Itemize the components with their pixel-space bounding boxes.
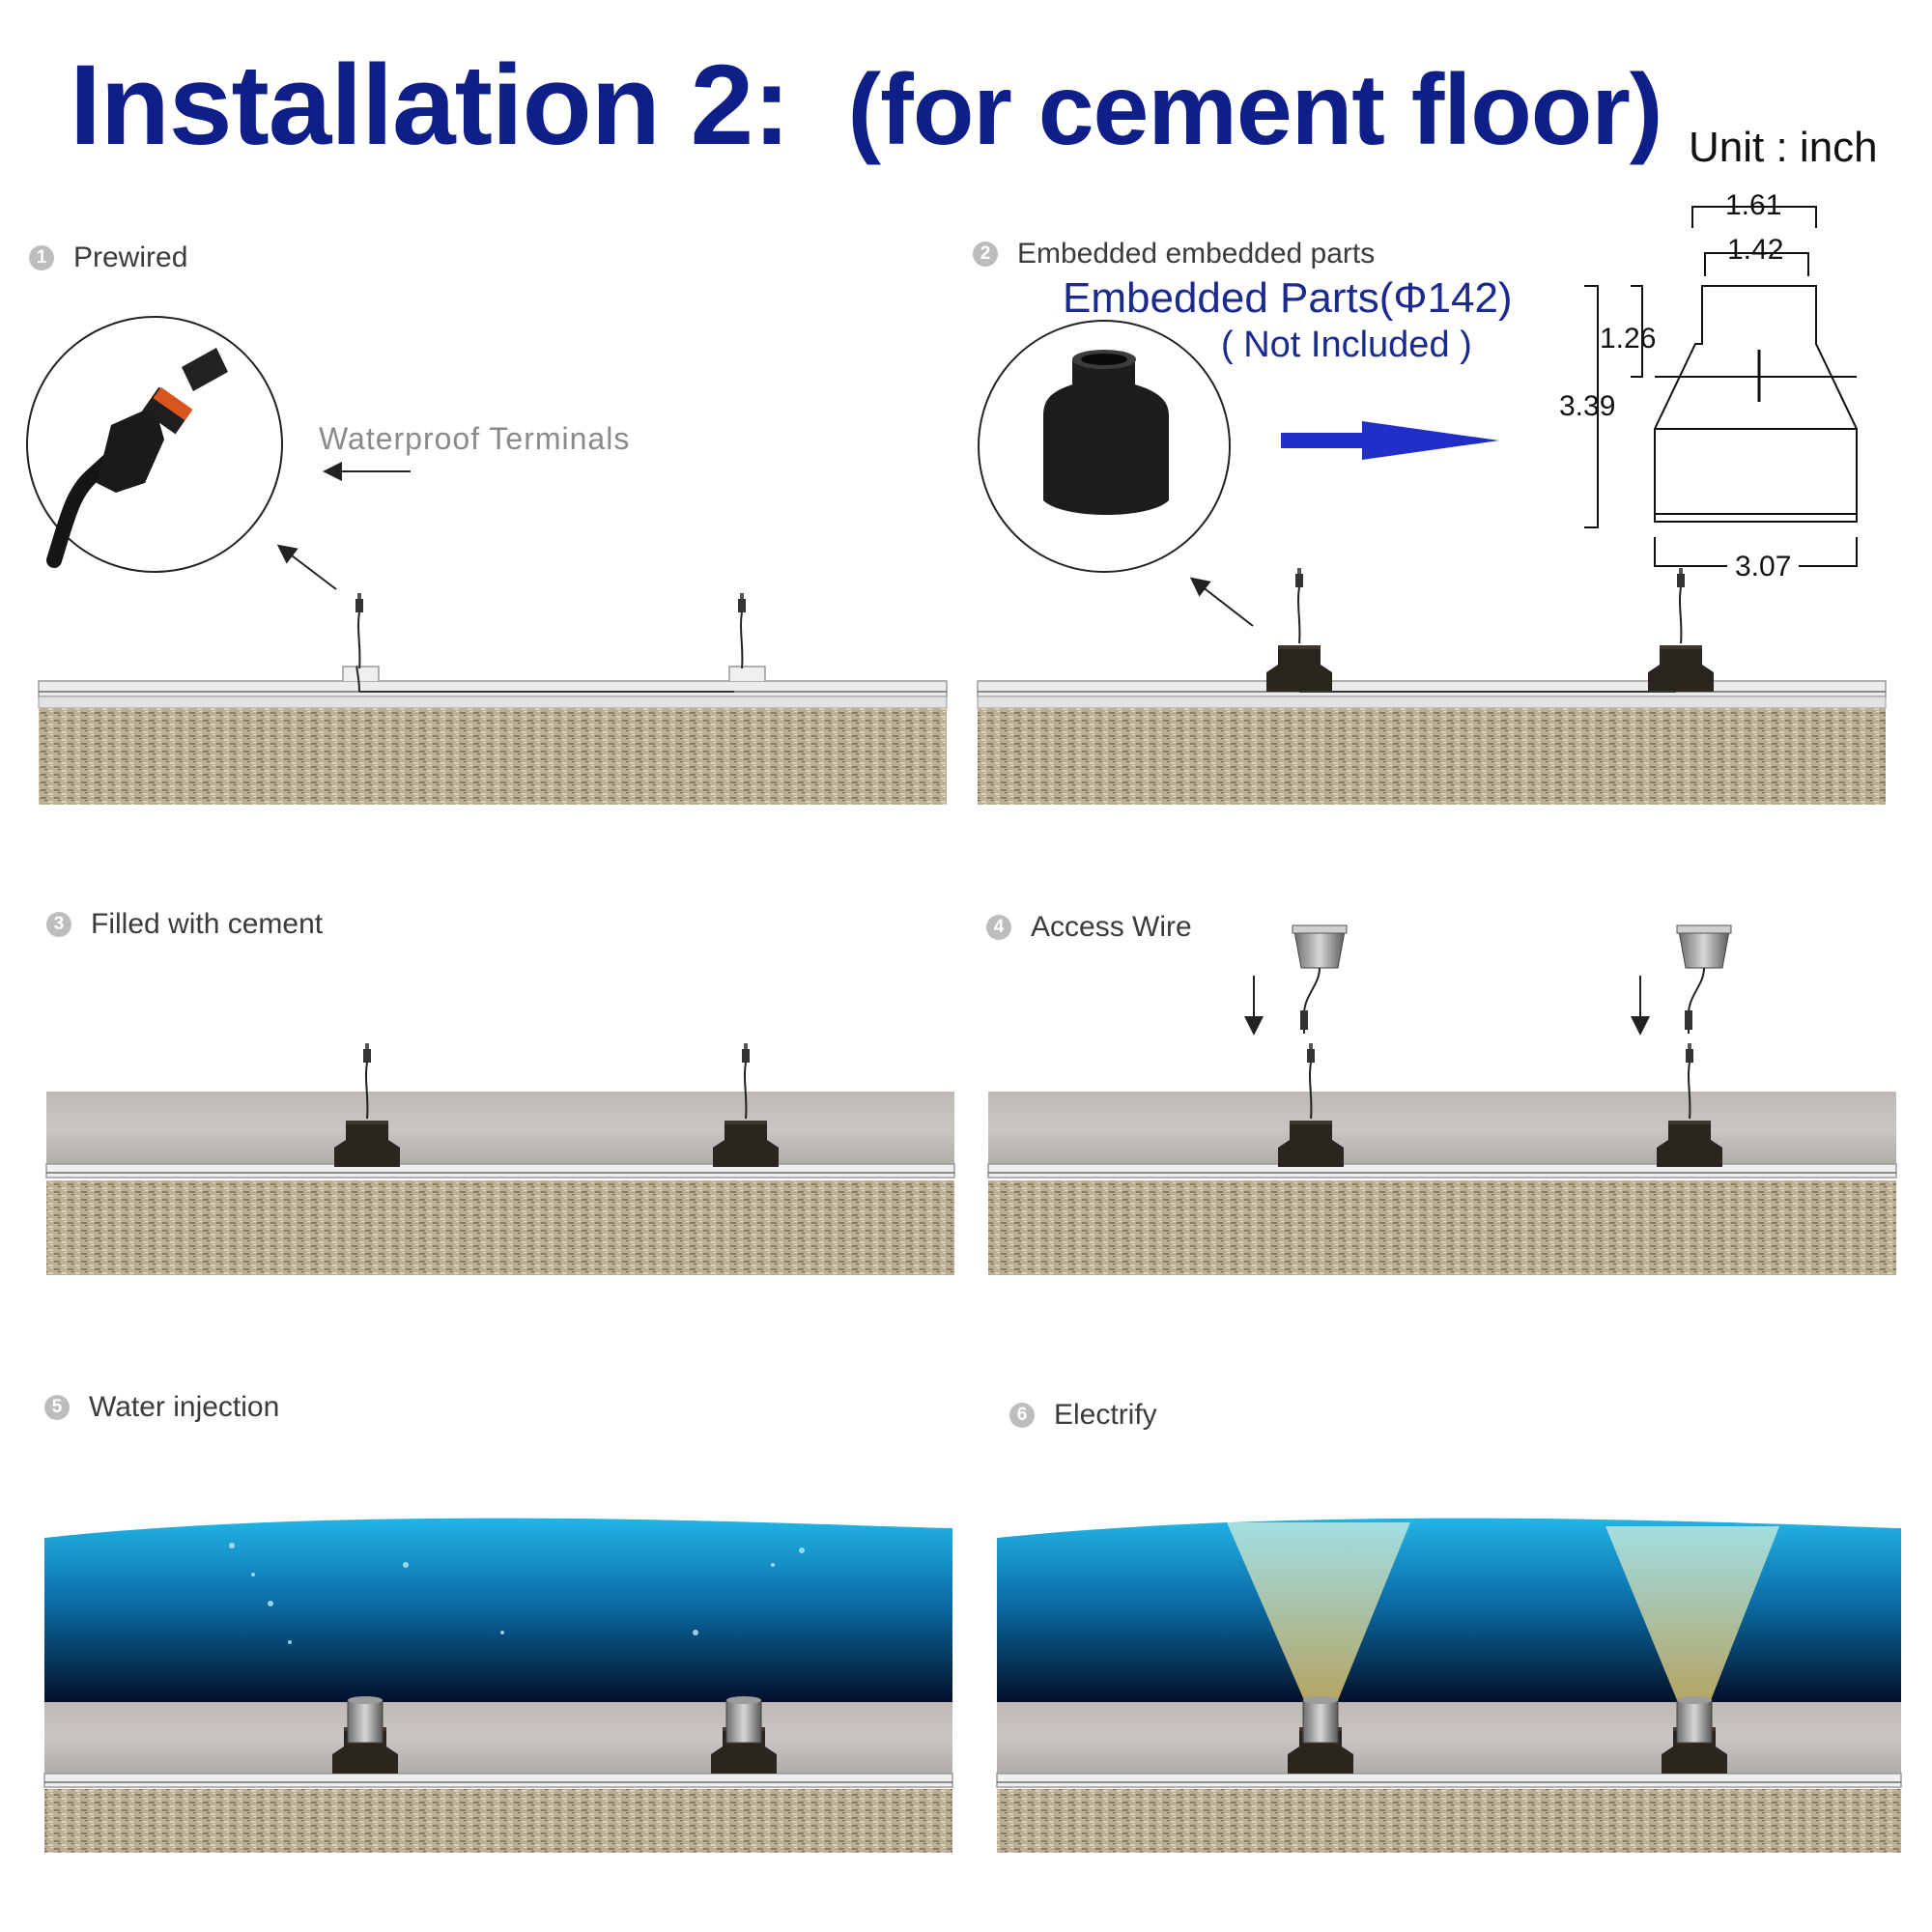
dimension-drawing [1584, 206, 1858, 567]
step-2: 2 Embedded embedded parts [973, 238, 1375, 270]
title-main: Installation 2: [70, 42, 791, 169]
cement-layer [46, 1092, 954, 1167]
panel-access-wire [987, 924, 1897, 1275]
light-beam [1605, 1526, 1779, 1700]
step-number: 5 [44, 1395, 70, 1420]
water-layer [44, 1518, 952, 1702]
unit-label: Unit : inch [1689, 124, 1878, 171]
panel-water [43, 1518, 953, 1853]
step-number: 1 [29, 245, 54, 270]
step-3: 3 Filled with cement [46, 908, 323, 941]
step-label: Prewired [73, 242, 188, 273]
step-number: 2 [973, 242, 998, 267]
pipe-layer [38, 680, 948, 697]
step-1: 1 Prewired [29, 242, 187, 274]
light-fixture [1676, 924, 1732, 1034]
panel-prewired [26, 316, 948, 805]
waterproof-terminals-label: Waterproof Terminals [319, 421, 631, 456]
dim-total-height: 3.39 [1559, 390, 1616, 422]
panel-cement [45, 1042, 955, 1275]
light-beam [1227, 1522, 1410, 1700]
step-number: 6 [1009, 1403, 1035, 1428]
dim-base-width: 3.07 [1727, 551, 1800, 583]
step-label: Filled with cement [91, 908, 324, 940]
step-label: Embedded embedded parts [1017, 238, 1376, 270]
step-number: 3 [46, 912, 71, 937]
step-label: Access Wire [1031, 911, 1192, 943]
panel-electrify [996, 1518, 1902, 1853]
step-4: 4 Access Wire [986, 911, 1192, 944]
step-number: 4 [986, 915, 1011, 940]
step-6: 6 Electrify [1009, 1399, 1157, 1432]
title-subtitle: (for cement floor) [847, 54, 1663, 166]
light-fixture [1292, 924, 1348, 1034]
dim-top-outer: 1.61 [1725, 189, 1782, 221]
panel-embedded [977, 206, 1887, 805]
dim-top-inner: 1.42 [1727, 234, 1784, 266]
dim-neck-height: 1.26 [1600, 323, 1657, 355]
soil-layer [39, 708, 947, 805]
embedded-fitting [1266, 645, 1332, 692]
page-title: Installation 2:(for cement floor) [70, 48, 1662, 162]
embedded-parts-title: Embedded Parts(Φ142) [1063, 274, 1513, 322]
step-label: Electrify [1054, 1399, 1157, 1431]
step-label: Water injection [89, 1391, 280, 1423]
step-5: 5 Water injection [44, 1391, 279, 1424]
embedded-fitting [1648, 645, 1714, 692]
not-included-label: ( Not Included ) [1221, 325, 1472, 365]
